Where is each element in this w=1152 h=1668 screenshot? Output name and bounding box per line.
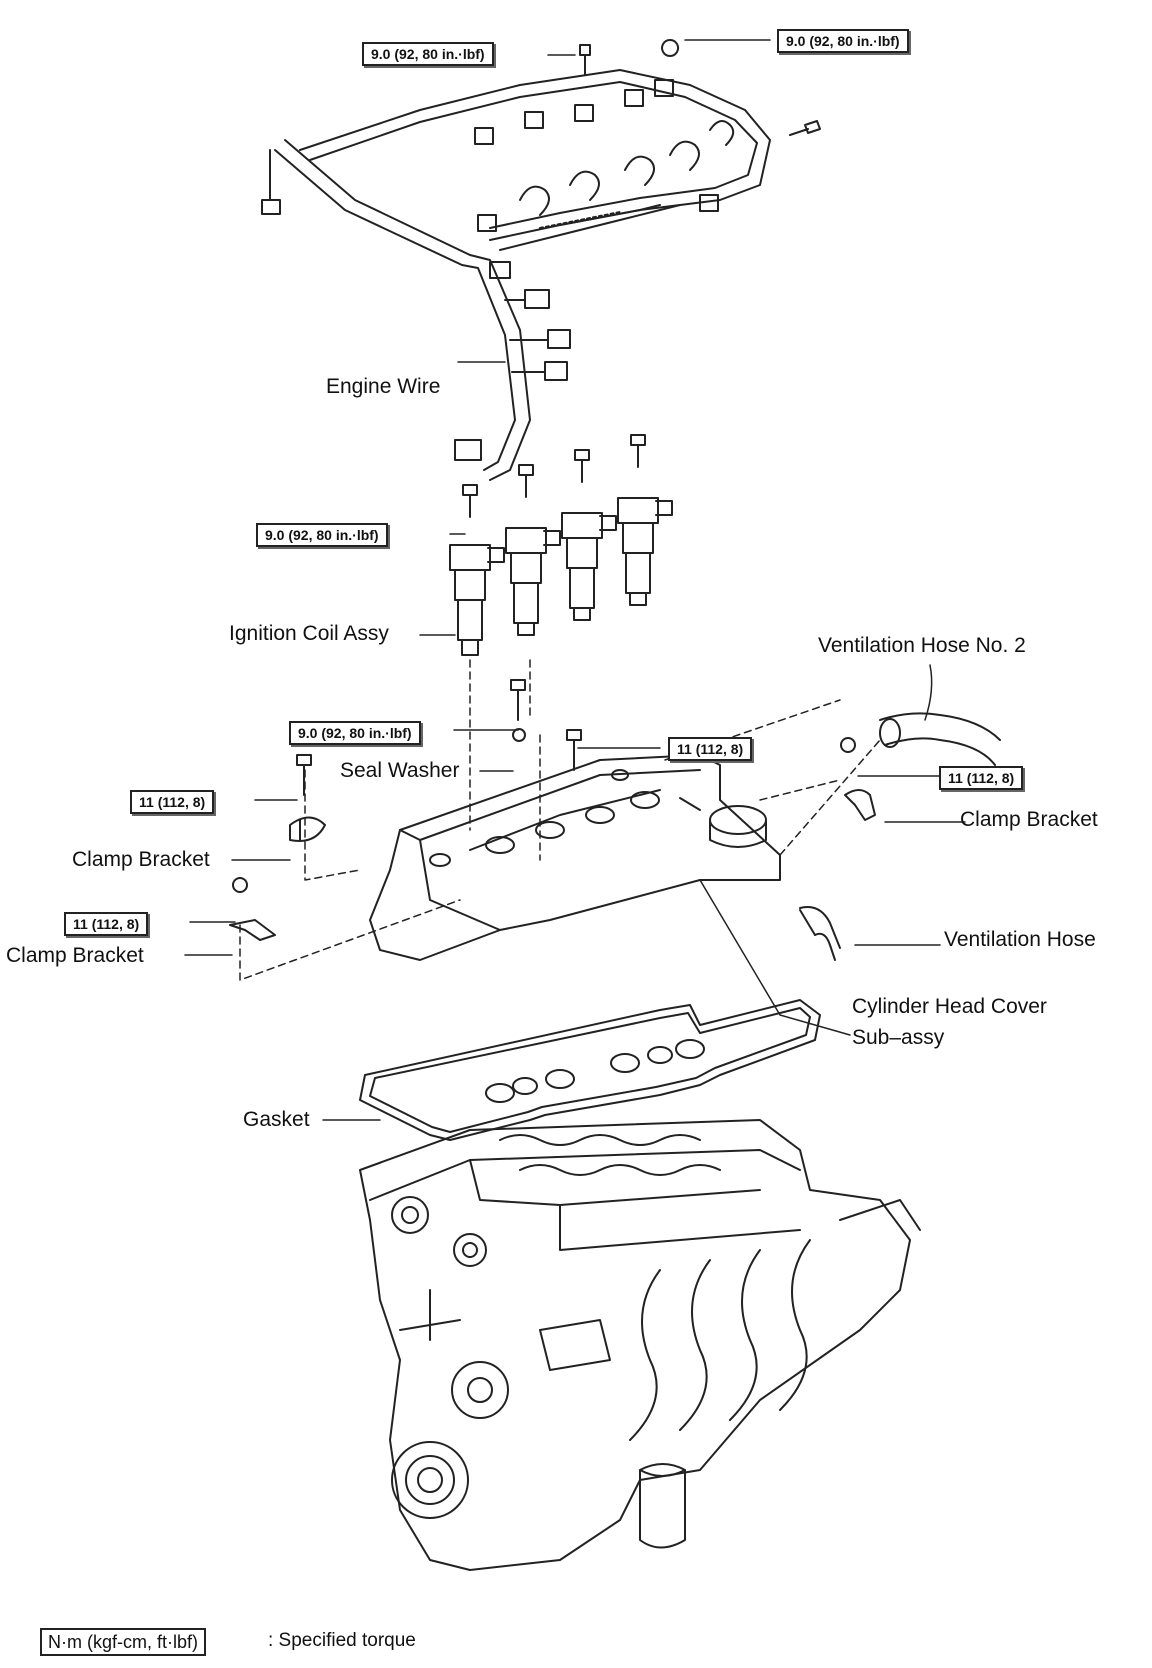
ignition-coils: [449, 434, 673, 656]
label-ventilation-hose: Ventilation Hose: [944, 928, 1096, 951]
legend-unit-box: N·m (kgf-cm, ft·lbf): [40, 1628, 206, 1656]
label-engine-wire: Engine Wire: [326, 375, 441, 398]
gasket: [359, 999, 821, 1141]
torque-spec-box: 9.0 (92, 80 in.·lbf): [256, 523, 388, 547]
cylinder-head-cover: [369, 754, 781, 961]
torque-spec-box: 9.0 (92, 80 in.·lbf): [777, 29, 909, 53]
engine-block: [359, 1119, 921, 1571]
torque-spec-box: 11 (112, 8): [130, 790, 215, 814]
engine-wire-harness: [261, 39, 821, 481]
label-cylinder-head-cover-sub: Sub–assy: [852, 1026, 945, 1049]
legend-text: : Specified torque: [268, 1630, 416, 1651]
label-ignition-coil-assy: Ignition Coil Assy: [229, 622, 389, 645]
label-clamp-bracket: Clamp Bracket: [960, 808, 1098, 831]
label-ventilation-hose-no2: Ventilation Hose No. 2: [818, 634, 1026, 657]
ventilation-hoses: [799, 712, 1001, 961]
torque-spec-box: 9.0 (92, 80 in.·lbf): [362, 42, 494, 66]
label-cylinder-head-cover: Cylinder Head Cover: [852, 995, 1047, 1018]
label-clamp-bracket: Clamp Bracket: [6, 944, 144, 967]
torque-spec-box: 9.0 (92, 80 in.·lbf): [289, 721, 421, 745]
torque-spec-box: 11 (112, 8): [939, 766, 1024, 790]
label-seal-washer: Seal Washer: [340, 759, 460, 782]
label-gasket: Gasket: [243, 1108, 310, 1131]
torque-spec-box: 11 (112, 8): [668, 737, 753, 761]
torque-spec-box: 11 (112, 8): [64, 912, 149, 936]
label-clamp-bracket: Clamp Bracket: [72, 848, 210, 871]
